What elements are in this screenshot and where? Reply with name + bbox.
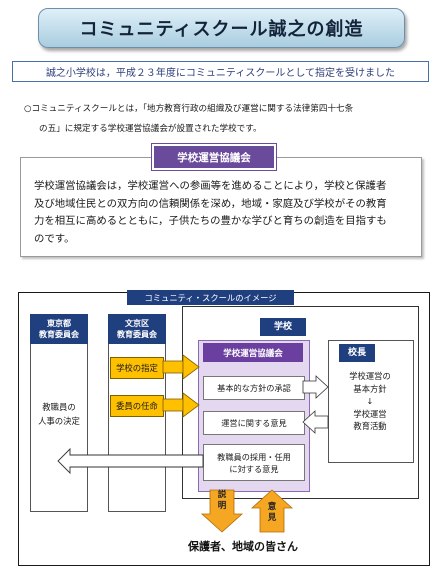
principal-body-line: 学校運営の (349, 371, 391, 381)
title-banner: コミュニティスクール誠之の創造 (38, 8, 405, 48)
principal-heading: 校長 (339, 344, 375, 362)
bunkyo-heading-line: 教育委員会 (117, 330, 157, 339)
opinion-char: 見 (267, 513, 277, 523)
bunkyo-heading-line: 文京区 (125, 319, 149, 328)
council-description: 学校運営協議会は，学校運営への参画等を進めることにより，学校と保護者 及び地域住… (34, 178, 414, 248)
council-heading: 学校運営協議会 (177, 151, 251, 164)
definition-line-2: の五」に規定する学校運営協議会が設置された学校です。 (39, 124, 262, 134)
council-description-line: 及び地域住民との双方向の信頼関係を深め，地域・家庭及び学校がその教育 (34, 197, 387, 210)
explanation-char: 明 (217, 501, 227, 511)
principal-body-line: 基本方針 (353, 383, 387, 394)
opinion-char: 意 (267, 502, 277, 512)
tokyo-body-line: 人事の決定 (38, 416, 80, 426)
parents-community-label: 保護者、地域の皆さん (188, 540, 298, 553)
staff-hiring-opinion: 教職員の採用・任用 に対する意見 (203, 444, 305, 481)
arrow-right-icon (162, 392, 200, 418)
council-description-line: のです。 (34, 232, 75, 245)
bunkyo-board-heading: 文京区 教育委員会 (108, 314, 166, 344)
arrow-down-icon (200, 489, 244, 533)
notice-text: 誠之小学校は，平成２３年度にコミュニティスクールとして指定を受けました (45, 68, 396, 79)
tokyo-board-body: 教職員の 人事の決定 (31, 400, 87, 428)
principal-body-line: 学校運営 (353, 408, 387, 419)
school-council-heading: 学校運営協議会 (203, 343, 303, 362)
tokyo-board-heading: 東京都 教育委員会 (30, 314, 88, 344)
tokyo-heading-line: 教育委員会 (39, 330, 79, 339)
tokyo-heading-line: 東京都 (47, 319, 71, 328)
arrow-right-icon (162, 354, 200, 380)
principal-body-line: 教育活動 (353, 421, 387, 431)
explanation-char: 説 (217, 490, 227, 500)
notice-box: 誠之小学校は，平成２３年度にコミュニティスクールとして指定を受けました (12, 61, 429, 82)
arrow-left-icon (302, 410, 329, 434)
arrow-right-icon (302, 375, 329, 399)
council-description-line: 学校運営協議会は，学校運営への参画等を進めることにより，学校と保護者 (34, 180, 387, 192)
school-heading: 学校 (260, 318, 306, 336)
arrow-left-icon (57, 447, 204, 475)
tokyo-body-line: 教職員の (42, 402, 76, 412)
down-arrow-icon: ↓ (366, 396, 374, 406)
council-heading-tab: 学校運営協議会 (151, 143, 277, 171)
council-description-line: 力を相互に高めるとともに，子供たちの豊かな学びと育ちの創造を目指すも (34, 215, 387, 227)
staff-hiring-line: に対する意見 (229, 463, 279, 474)
council-description-box (20, 157, 422, 257)
opinion-label: 意 見 (265, 502, 279, 524)
page-title: コミュニティスクール誠之の創造 (79, 19, 364, 40)
staff-hiring-line: 教職員の採用・任用 (217, 451, 291, 462)
definition-text: ○コミュニティスクールとは，「地方教育行政の組織及び運営に関する法律第四十七条 … (24, 99, 424, 139)
diagram-title: コミュニティ・スクールのイメージ (144, 292, 277, 303)
principal-body: 学校運営の 基本方針 ↓ 学校運営 教育活動 (328, 370, 412, 433)
arrow-up-icon (250, 489, 294, 533)
basic-policy-approval: 基本的な方針の承認 (203, 376, 305, 400)
definition-line-1: ○コミュニティスクールとは，「地方教育行政の組織及び運営に関する法律第四十七条 (24, 104, 354, 114)
explanation-label: 説 明 (215, 490, 229, 512)
diagram-title-bar: コミュニティ・スクールのイメージ (127, 290, 294, 305)
